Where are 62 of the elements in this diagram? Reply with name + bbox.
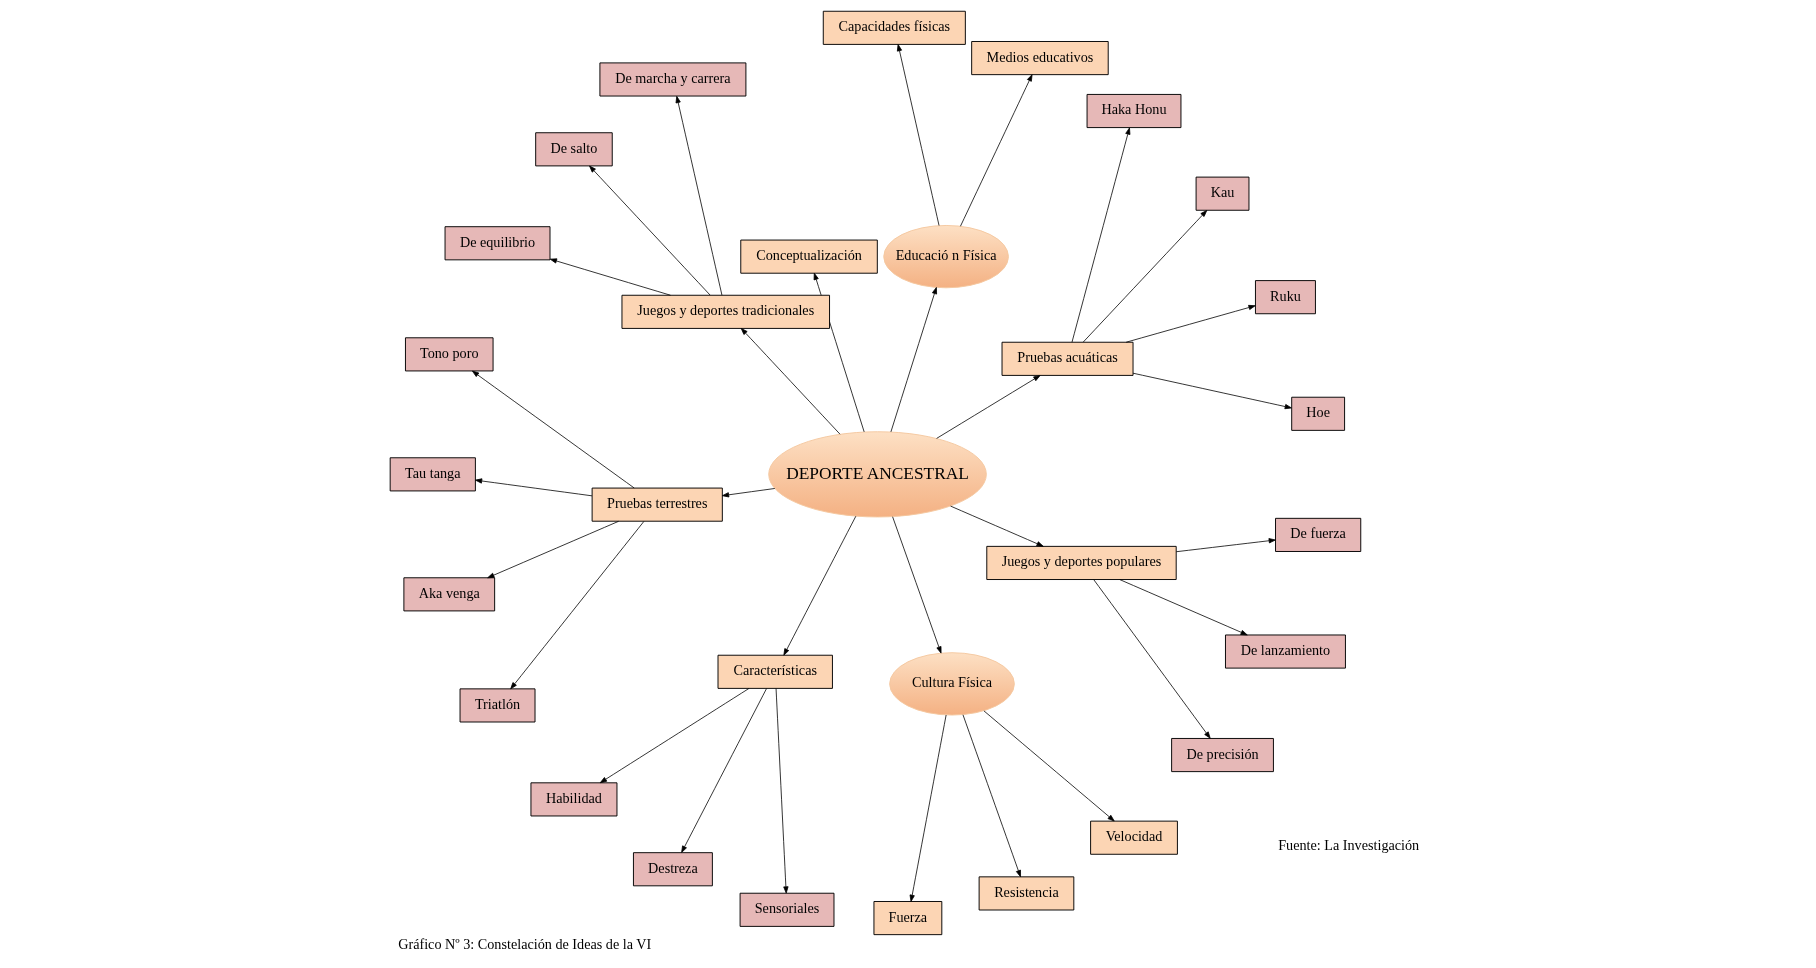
arrow — [474, 478, 592, 497]
arrow — [680, 688, 767, 853]
arrow — [588, 165, 710, 296]
node-ellipse: Cultura Física — [888, 652, 1015, 716]
node-box: Conceptualización — [739, 239, 878, 274]
node-box: Capacidades físicas — [822, 10, 966, 45]
node-box: Kau — [1195, 176, 1249, 211]
arrow — [549, 258, 671, 296]
node-box: Pruebas terrestres — [591, 487, 723, 522]
arrow — [775, 688, 788, 894]
node-box: Aka venga — [402, 577, 495, 612]
arrow — [1175, 538, 1276, 553]
arrow — [471, 370, 635, 489]
node-box: De salto — [534, 132, 613, 167]
arrow — [509, 521, 644, 690]
node-box: De lanzamiento — [1224, 634, 1346, 669]
arrow — [1118, 579, 1248, 636]
node-box: Hoe — [1290, 396, 1345, 431]
arrow — [721, 488, 775, 498]
node-ellipse: Educació n Física — [882, 225, 1009, 289]
arrow — [983, 710, 1115, 822]
node-box: Velocidad — [1089, 820, 1178, 855]
arrow — [949, 505, 1044, 547]
node-box: Características — [717, 654, 833, 689]
node-box: De precisión — [1170, 738, 1274, 773]
arrow — [782, 515, 856, 656]
node-box: Tau tanga — [389, 457, 476, 492]
arrow — [486, 520, 619, 579]
node-ellipse: DEPORTE ANCESTRAL — [767, 431, 987, 518]
arrow — [935, 375, 1040, 439]
caption: Gráfico Nº 3: Constelación de Ideas de la VI — [397, 936, 651, 953]
node-box: Fuerza — [872, 901, 942, 936]
node-box: Pruebas acuáticas — [1001, 341, 1133, 376]
arrow — [909, 714, 947, 902]
node-box: Destreza — [632, 852, 713, 887]
arrow — [896, 44, 939, 226]
arrow — [675, 95, 722, 296]
node-box: Medios educativos — [970, 41, 1109, 76]
arrow — [1125, 304, 1256, 343]
arrow — [599, 688, 749, 784]
node-box: Tono poro — [404, 337, 494, 372]
arrow — [959, 74, 1032, 227]
label: Fuente: La Investigación — [1277, 837, 1419, 854]
node-box: De equilibrio — [444, 226, 550, 261]
node-box: De fuerza — [1274, 517, 1361, 552]
arrow — [890, 287, 937, 433]
node-box: Sensoriales — [739, 892, 834, 927]
arrow — [740, 328, 840, 435]
node-box: Triatlón — [459, 688, 535, 723]
arrow — [1092, 579, 1211, 739]
arrow — [1071, 127, 1130, 343]
node-box: Resistencia — [978, 876, 1074, 911]
node-box: Habilidad — [529, 782, 617, 817]
arrow — [1132, 372, 1292, 410]
node-box: Juegos y deportes populares — [985, 545, 1177, 580]
arrow — [1082, 210, 1207, 343]
node-box: De marcha y carrera — [598, 62, 746, 97]
node-box: Haka Honu — [1086, 93, 1181, 129]
arrow — [891, 516, 941, 654]
node-box: Juegos y deportes tradicionales — [621, 294, 830, 329]
node-box: Ruku — [1254, 280, 1316, 315]
arrow — [962, 714, 1021, 878]
